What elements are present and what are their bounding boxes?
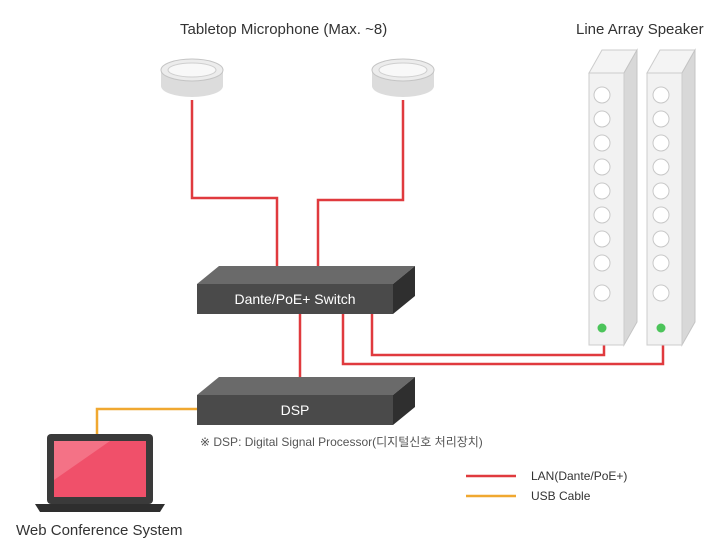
mic-right-cable: [316, 100, 405, 268]
line-array-speaker-icon: [588, 48, 638, 347]
speaker-title: Line Array Speaker: [576, 21, 704, 38]
dsp-device: [197, 377, 415, 425]
switch-to-speaker-left-cable: [370, 312, 606, 357]
legend-label-lan: LAN(Dante/PoE+): [531, 469, 628, 483]
dsp-note: ※ DSP: Digital Signal Processor(디지털신호 처리…: [200, 435, 483, 449]
dante-poe-switch-device: [197, 266, 415, 314]
mic-left-cable: [190, 100, 279, 268]
tabletop-microphone-icon: [371, 58, 435, 97]
microphone-title: Tabletop Microphone (Max. ~8): [180, 21, 388, 38]
tabletop-microphone-icon: [160, 58, 224, 97]
dsp-label: DSP: [280, 402, 310, 418]
usb-cable: [95, 407, 198, 438]
laptop-label: Web Conference System: [16, 522, 183, 539]
switch-label: Dante/PoE+ Switch: [234, 291, 356, 307]
speaker-status-led: [656, 323, 666, 333]
speaker-status-led: [597, 323, 607, 333]
line-array-speaker-icon: [646, 48, 696, 347]
switch-to-speaker-right-cable: [341, 312, 665, 366]
legend-label-usb: USB Cable: [531, 489, 591, 503]
laptop-icon: [35, 434, 165, 512]
